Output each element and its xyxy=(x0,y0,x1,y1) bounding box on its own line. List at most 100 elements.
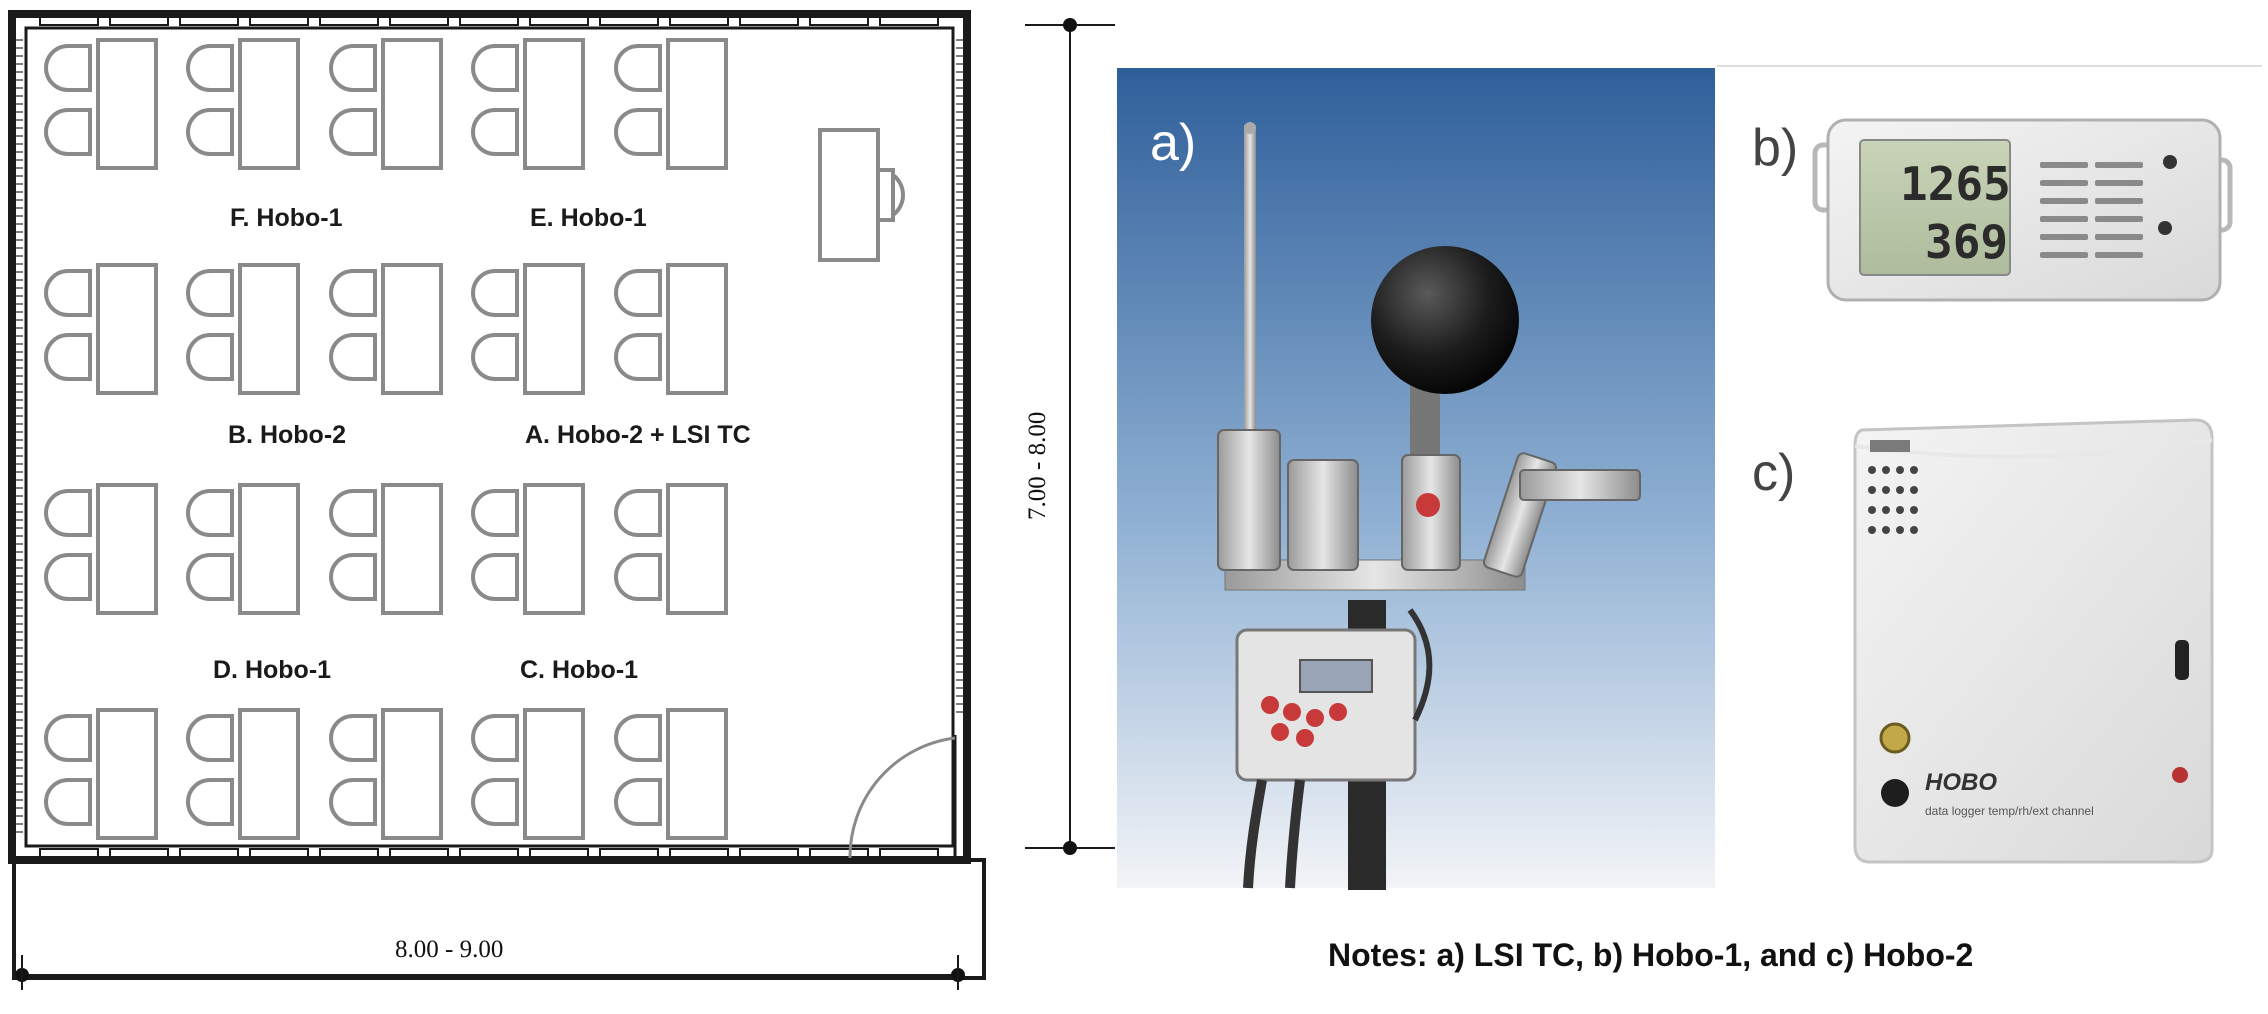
chair xyxy=(186,333,234,381)
led-dot xyxy=(1882,506,1890,514)
teacher-desk xyxy=(818,128,905,262)
window-pane xyxy=(529,848,589,858)
window-pane xyxy=(109,848,169,858)
width-dimension-label: 8.00 - 9.00 xyxy=(395,936,503,963)
led-dot xyxy=(1868,526,1876,534)
chair xyxy=(471,44,519,92)
chair xyxy=(329,269,377,317)
chair xyxy=(186,553,234,601)
desk xyxy=(238,38,300,170)
hobo-2-brand: HOBO xyxy=(1925,769,1997,796)
photo-b-letter: b) xyxy=(1752,119,1798,177)
desk xyxy=(666,263,728,395)
chair xyxy=(44,269,92,317)
chair xyxy=(186,269,234,317)
vent-slot xyxy=(2095,252,2143,258)
vent-slot xyxy=(2040,180,2088,186)
desk xyxy=(96,38,158,170)
chair xyxy=(44,44,92,92)
notes-caption: Notes: a) LSI TC, b) Hobo-1, and c) Hobo… xyxy=(1328,937,1973,973)
left-windows xyxy=(16,39,23,833)
vent-slot xyxy=(2095,216,2143,222)
led-dot xyxy=(1910,486,1918,494)
window-pane xyxy=(599,848,659,858)
depth-dimension-label: 7.00 - 8.00 xyxy=(1024,412,1051,520)
chair xyxy=(471,108,519,156)
led-dot xyxy=(1868,506,1876,514)
chair xyxy=(329,714,377,762)
chair xyxy=(471,553,519,601)
chair xyxy=(614,553,662,601)
desk-pair xyxy=(614,708,728,840)
hobo-1-vent-slots xyxy=(2040,162,2143,258)
desk-pair xyxy=(614,263,728,395)
photo-a-letter: a) xyxy=(1150,114,1196,172)
chair xyxy=(186,108,234,156)
led-dot xyxy=(1896,466,1904,474)
chair xyxy=(186,778,234,826)
desk xyxy=(523,708,585,840)
hobo-2-caption: data logger temp/rh/ext channel xyxy=(1925,804,2094,818)
chair xyxy=(186,714,234,762)
desk-pair xyxy=(44,708,158,840)
photo-b-hobo-1: b) 1265 369 xyxy=(1717,65,2262,302)
desk-pair xyxy=(614,483,728,615)
chair xyxy=(614,333,662,381)
chair xyxy=(44,778,92,826)
chair xyxy=(471,333,519,381)
vent-slot xyxy=(2040,234,2088,240)
window-pane xyxy=(39,848,99,858)
sensor-label-d: D. Hobo-1 xyxy=(213,656,331,684)
vent-slot xyxy=(2040,198,2088,204)
desk xyxy=(381,38,443,170)
desk xyxy=(381,708,443,840)
desk-pair xyxy=(186,263,300,395)
led-dot xyxy=(1882,486,1890,494)
top-windows xyxy=(39,16,939,26)
desk xyxy=(238,708,300,840)
window-pane xyxy=(879,848,939,858)
chair xyxy=(186,44,234,92)
chair xyxy=(329,778,377,826)
chair xyxy=(614,714,662,762)
desk xyxy=(381,263,443,395)
chair xyxy=(329,489,377,537)
desk-pair xyxy=(471,263,585,395)
desk xyxy=(523,263,585,395)
chair xyxy=(614,489,662,537)
window-pane xyxy=(319,848,379,858)
window-pane xyxy=(109,16,169,26)
chair xyxy=(186,489,234,537)
sensor-label-c: C. Hobo-1 xyxy=(520,656,638,684)
chair xyxy=(44,553,92,601)
desk-pair xyxy=(44,483,158,615)
desk xyxy=(523,38,585,170)
vent-slot xyxy=(2095,198,2143,204)
desk xyxy=(96,708,158,840)
vent-slot xyxy=(2095,180,2143,186)
led-dot xyxy=(1896,486,1904,494)
window-pane xyxy=(809,848,869,858)
desk-pair xyxy=(329,708,443,840)
vent-slot xyxy=(2040,252,2088,258)
window-pane xyxy=(739,16,799,26)
hobo-1-lcd-top: 1265 xyxy=(1900,157,2011,211)
desk-pair xyxy=(44,38,158,170)
desk-pair xyxy=(186,38,300,170)
chair xyxy=(471,489,519,537)
floor-plan: F. Hobo-1 E. Hobo-1 B. Hobo-2 A. Hobo-2 … xyxy=(8,10,1115,990)
window-pane xyxy=(809,16,869,26)
chair xyxy=(44,108,92,156)
student-desks xyxy=(44,38,728,840)
hobo-2-led-dots xyxy=(1868,466,1918,534)
window-pane xyxy=(39,16,99,26)
window-pane xyxy=(179,848,239,858)
desk xyxy=(238,483,300,615)
chair xyxy=(329,333,377,381)
room-wall-inner xyxy=(24,26,955,848)
vent-slot xyxy=(2040,216,2088,222)
chair xyxy=(329,44,377,92)
right-windows xyxy=(956,39,963,713)
led-dot xyxy=(1910,466,1918,474)
window-pane xyxy=(249,848,309,858)
